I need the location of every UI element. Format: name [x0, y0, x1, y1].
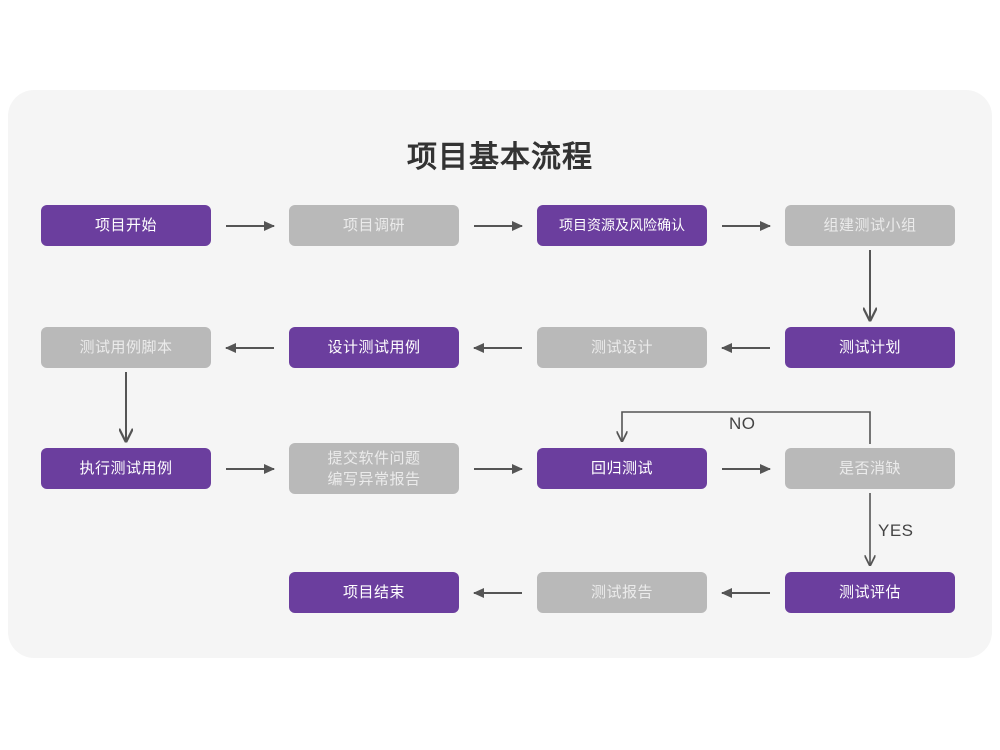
node-design-test-case[interactable]: 设计测试用例	[289, 327, 459, 368]
node-test-case-script[interactable]: 测试用例脚本	[41, 327, 211, 368]
node-execute-test-case[interactable]: 执行测试用例	[41, 448, 211, 489]
node-test-plan[interactable]: 测试计划	[785, 327, 955, 368]
arrow-report-to-regression	[474, 464, 523, 474]
arrow-regression-to-decision	[722, 464, 771, 474]
arrow-evaluation-to-testreport	[721, 588, 770, 598]
node-project-end[interactable]: 项目结束	[289, 572, 459, 613]
node-regression-test[interactable]: 回归测试	[537, 448, 707, 489]
node-test-evaluation[interactable]: 测试评估	[785, 572, 955, 613]
page-title: 项目基本流程	[407, 141, 593, 174]
node-test-report[interactable]: 测试报告	[537, 572, 707, 613]
arrow-testdesign-to-designcase	[473, 343, 522, 353]
node-submit-issue-report[interactable]: 提交软件问题 编写异常报告	[289, 443, 459, 494]
arrow-research-to-resource	[474, 221, 523, 231]
arrow-start-to-research	[226, 221, 275, 231]
connector-label-no: NO	[729, 414, 756, 433]
node-resource-risk-confirm[interactable]: 项目资源及风险确认	[537, 205, 707, 246]
flowchart-card	[8, 90, 992, 658]
connector-label-yes: YES	[878, 521, 914, 540]
arrow-execute-to-report	[226, 464, 275, 474]
node-defect-cleared-decision[interactable]: 是否消缺	[785, 448, 955, 489]
arrow-testreport-to-projectend	[473, 588, 522, 598]
node-build-test-team[interactable]: 组建测试小组	[785, 205, 955, 246]
node-project-start[interactable]: 项目开始	[41, 205, 211, 246]
arrow-design-to-script	[225, 343, 274, 353]
node-test-design[interactable]: 测试设计	[537, 327, 707, 368]
arrow-resource-to-team	[722, 221, 771, 231]
arrow-plan-to-testdesign	[721, 343, 770, 353]
node-project-research[interactable]: 项目调研	[289, 205, 459, 246]
